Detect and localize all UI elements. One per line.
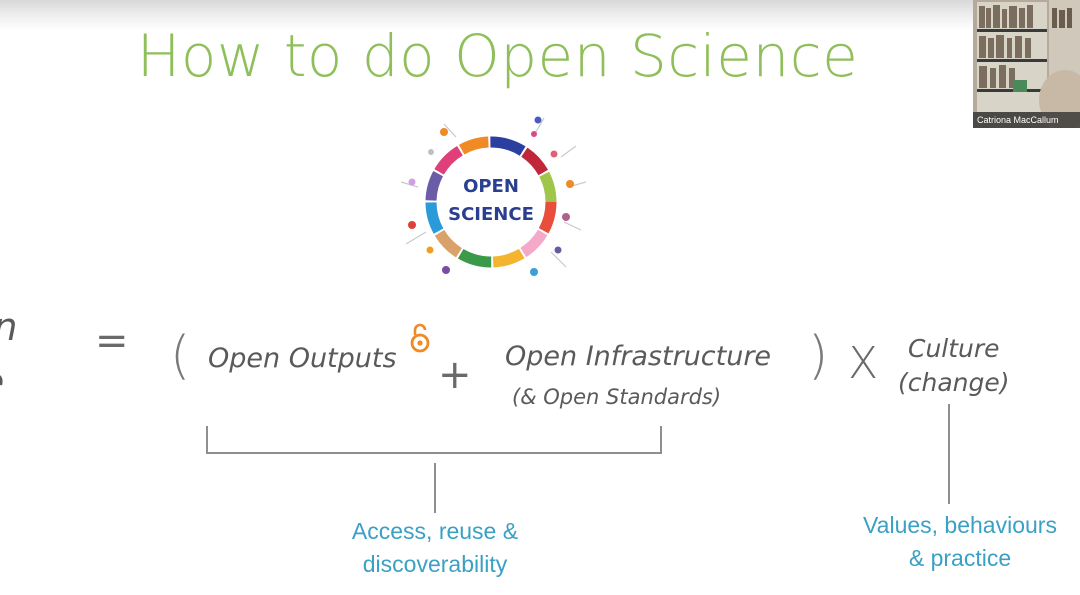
outputs-bracket [206, 426, 662, 454]
term-culture: Culture [908, 334, 1000, 363]
caption-values-line-2: & practice [908, 545, 1012, 571]
speaker-video-thumbnail[interactable]: Catriona MacCallum [973, 0, 1080, 128]
left-connector-line [434, 463, 436, 513]
open-parenthesis: ( [170, 326, 191, 386]
equation-left-partial-1: en [0, 305, 17, 349]
times-sign: X [848, 338, 879, 389]
plus-sign: + [438, 352, 472, 398]
logo-text-science: SCIENCE [448, 204, 534, 225]
term-change: (change) [898, 368, 1010, 397]
caption-access: Access, reuse & discoverability [320, 515, 550, 581]
caption-values: Values, behaviours & practice [840, 509, 1080, 575]
top-fade [0, 0, 1080, 30]
bookshelf-background [973, 0, 1080, 128]
equals-sign: = [95, 318, 129, 364]
caption-access-line-1: Access, reuse & [351, 518, 519, 544]
open-access-lock-icon [410, 323, 430, 353]
slide-title: How to do Open Science [136, 22, 859, 90]
speaker-name-label: Catriona MacCallum [973, 112, 1080, 128]
caption-access-line-2: discoverability [362, 551, 508, 577]
term-open-standards: (& Open Standards) [512, 385, 722, 409]
term-open-outputs: Open Outputs [208, 343, 397, 374]
logo-text-open: OPEN [463, 176, 519, 197]
equation-left-partial-2: ce [0, 360, 4, 404]
caption-values-line-1: Values, behaviours [863, 512, 1057, 538]
close-parenthesis: ) [808, 326, 829, 386]
open-science-logo: OPEN SCIENCE [400, 116, 586, 276]
term-open-infrastructure: Open Infrastructure [505, 341, 772, 372]
right-connector-line [948, 404, 950, 504]
